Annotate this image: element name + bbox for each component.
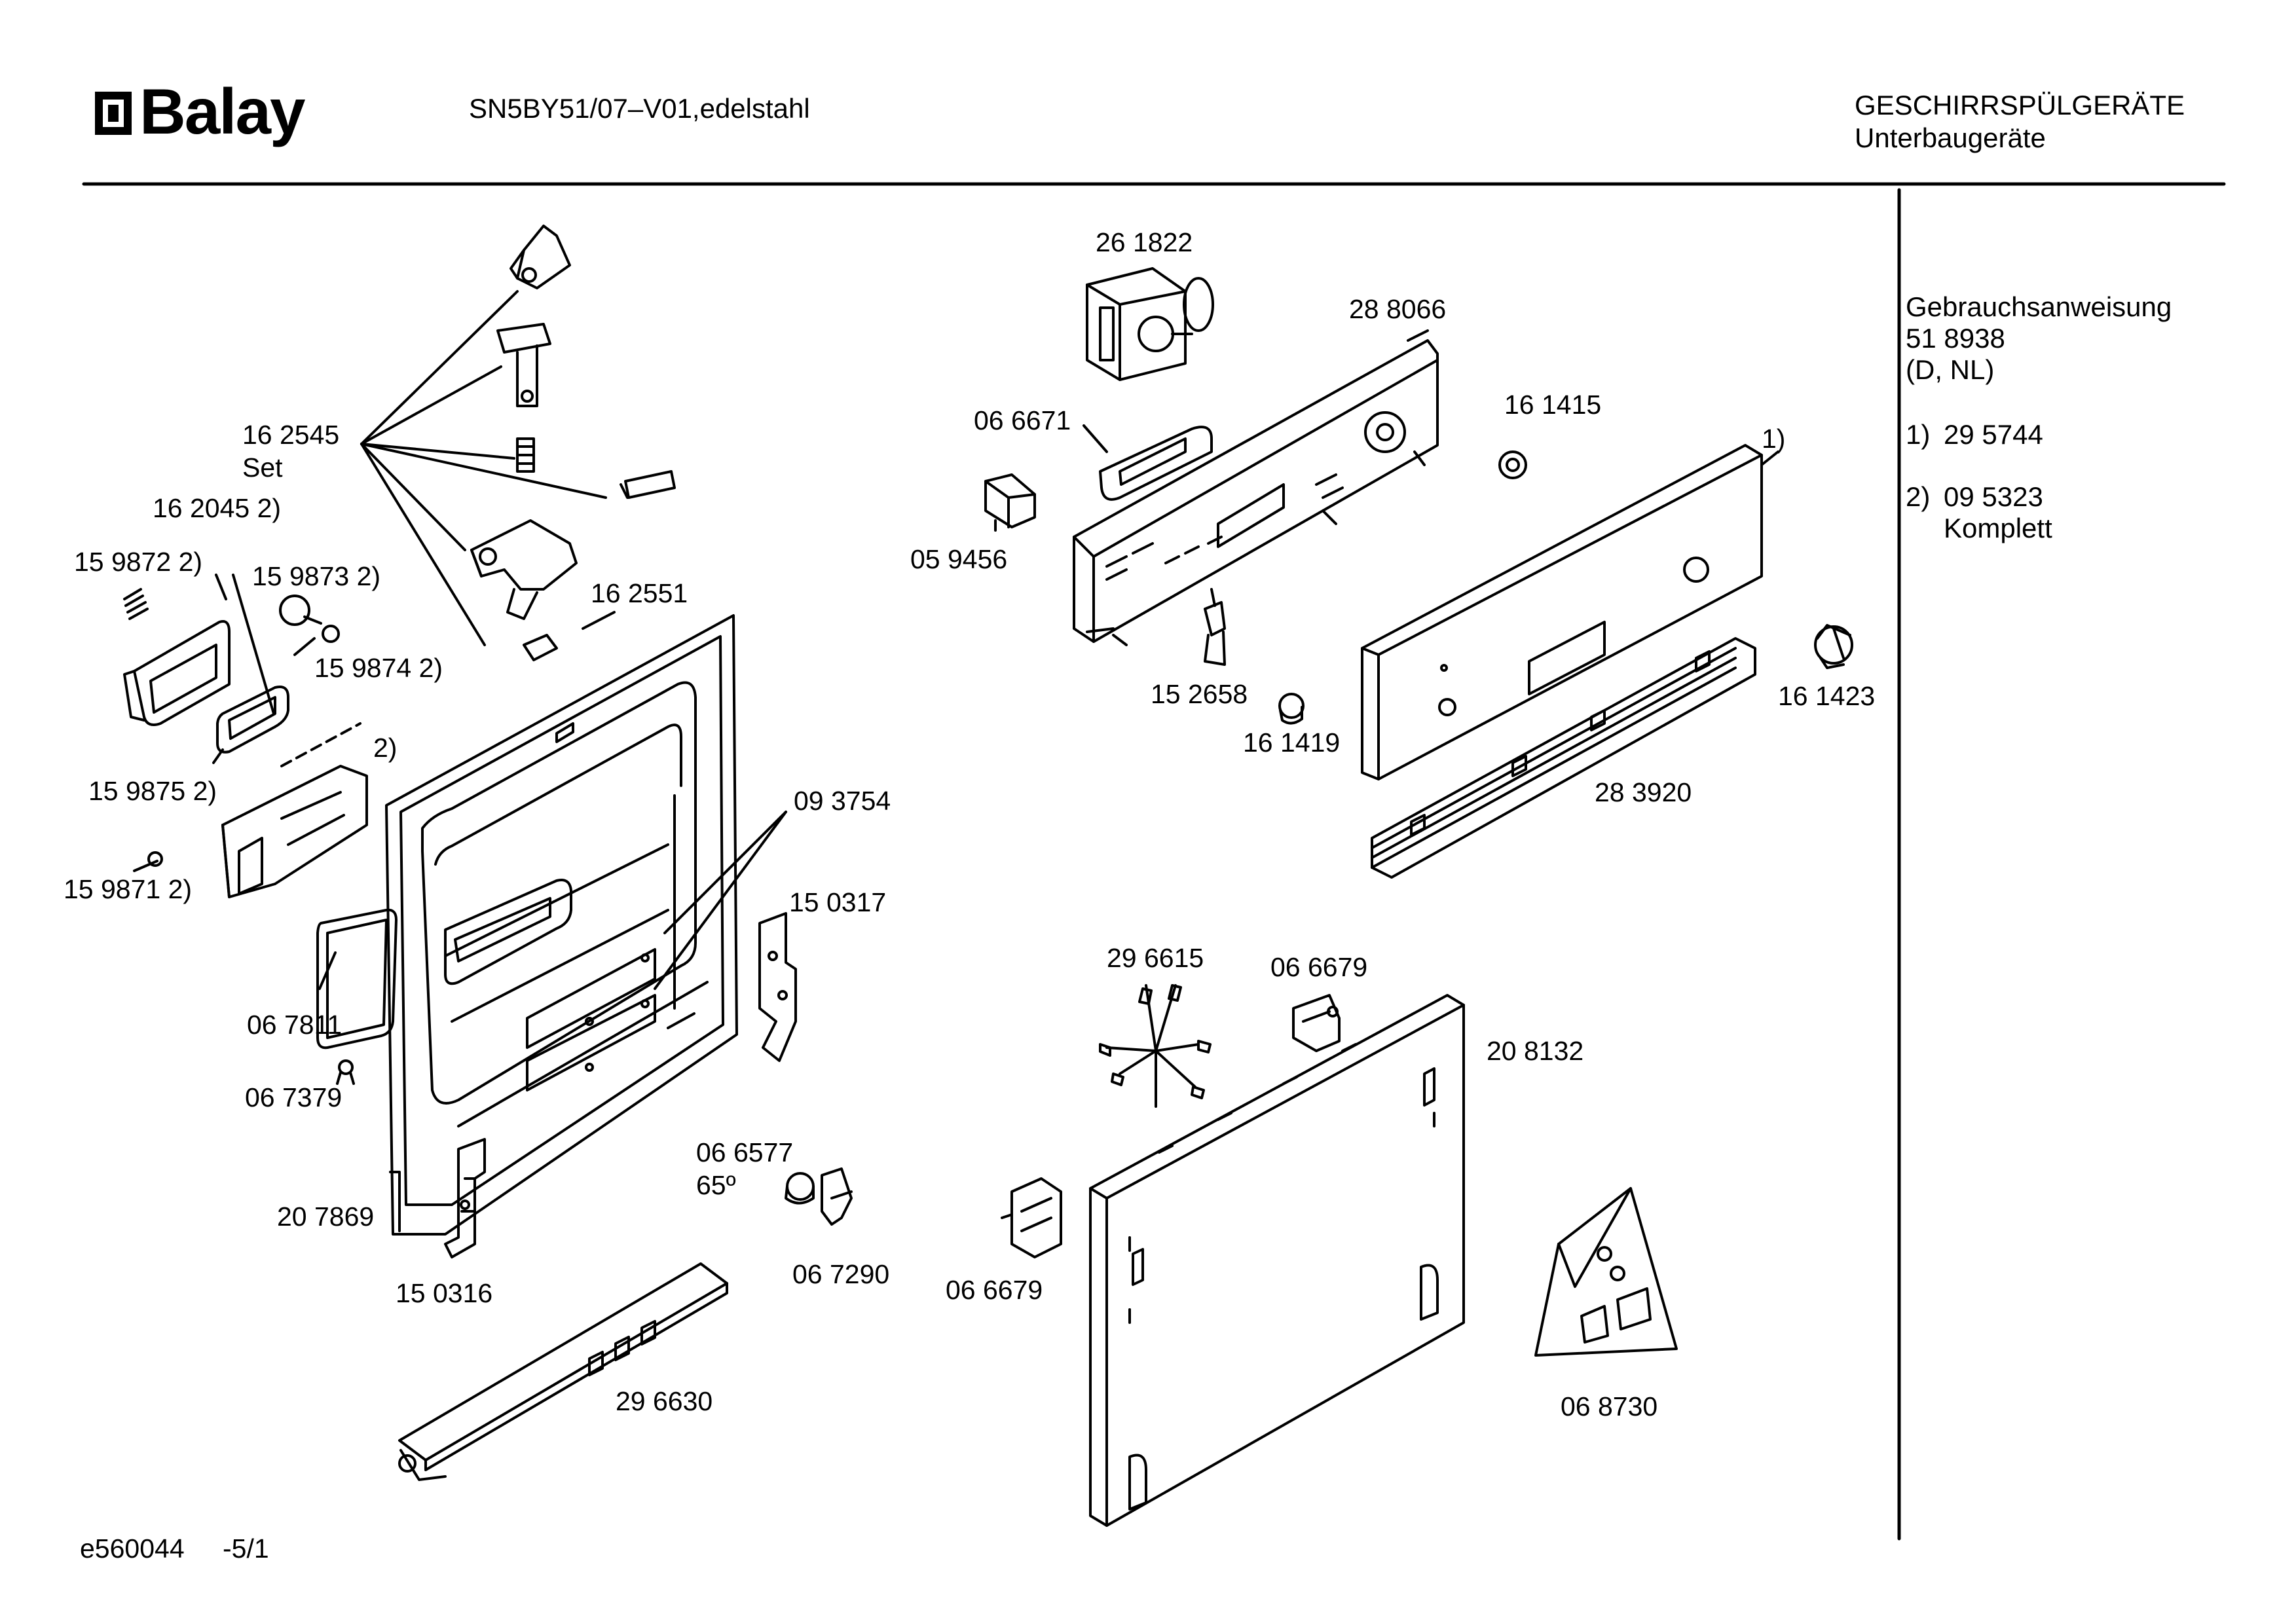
brand-mark-icon bbox=[95, 92, 132, 135]
part-label: 15 9875 2) bbox=[88, 776, 217, 806]
control-facia-drawing bbox=[1361, 444, 1779, 780]
part-label: 16 2545 bbox=[242, 420, 340, 450]
part-label: 29 6630 bbox=[616, 1386, 713, 1416]
part-label: 09 3754 bbox=[794, 786, 891, 816]
facia-strip-drawing bbox=[1371, 637, 1756, 879]
part-label: 15 0317 bbox=[789, 887, 887, 917]
part-label: 20 8132 bbox=[1487, 1036, 1584, 1066]
door-switch-bottom-drawing bbox=[1001, 1177, 1062, 1258]
manual-language: (D, NL) bbox=[1906, 354, 1995, 385]
door-inner-panel-drawing bbox=[385, 614, 738, 1236]
part-label: 15 0316 bbox=[396, 1278, 493, 1308]
main-switch-drawing bbox=[984, 473, 1036, 532]
category-title: GESCHIRRSPÜLGERÄTE bbox=[1855, 90, 2185, 120]
thermostat-drawing bbox=[785, 1167, 853, 1226]
part-label: 06 8730 bbox=[1561, 1391, 1658, 1421]
note2-marker: 2) bbox=[1906, 481, 1931, 512]
control-board-drawing bbox=[1073, 329, 1439, 646]
part-label: 06 6577 bbox=[696, 1137, 794, 1167]
part-label: 06 7379 bbox=[245, 1082, 343, 1112]
handle-plate-drawing bbox=[444, 879, 656, 1091]
drawing-code: e560044 bbox=[80, 1533, 185, 1564]
part-label: 15 9874 2) bbox=[314, 653, 443, 683]
part-label: 15 9871 2) bbox=[64, 874, 193, 904]
hinge-brackets-drawing bbox=[444, 811, 797, 1258]
part-label: 15 9872 2) bbox=[74, 547, 203, 577]
door-switch-top-drawing bbox=[1292, 994, 1341, 1052]
bottom-strip-drawing bbox=[398, 1262, 728, 1481]
part-label: 16 2045 2) bbox=[153, 493, 282, 523]
part-label: 16 1423 bbox=[1778, 681, 1876, 711]
part-note: Set bbox=[242, 452, 283, 483]
knob-1419-drawing bbox=[1278, 693, 1305, 725]
part-label: 15 2658 bbox=[1151, 679, 1248, 709]
knob-1423-drawing bbox=[1814, 624, 1853, 669]
knob-1415-drawing bbox=[1498, 450, 1527, 479]
part-label: 26 1822 bbox=[1096, 227, 1193, 257]
note1-marker: 1) bbox=[1906, 419, 1931, 450]
service-kit-drawing bbox=[1534, 1187, 1678, 1357]
subcategory-title: Unterbaugeräte bbox=[1855, 122, 2046, 153]
note1-part: 29 5744 bbox=[1944, 419, 2043, 450]
part-label: 16 1415 bbox=[1504, 390, 1602, 420]
part-label: 15 9873 2) bbox=[252, 561, 381, 591]
note2-part: 09 5323 bbox=[1944, 481, 2043, 512]
manual-number: 51 8938 bbox=[1906, 323, 2005, 354]
part-label: 28 3920 bbox=[1595, 777, 1692, 807]
cable-harness-drawing bbox=[1099, 984, 1212, 1108]
timer-drawing bbox=[1086, 267, 1214, 381]
part-marker: 1) bbox=[1762, 424, 1786, 454]
model-title: SN5BY51/07–V01,edelstahl bbox=[469, 93, 810, 124]
part-label: 05 9456 bbox=[910, 544, 1008, 574]
indicator-lamp-drawing bbox=[1204, 588, 1226, 666]
note2-text: Komplett bbox=[1944, 513, 2052, 543]
manual-label: Gebrauchsanweisung bbox=[1906, 291, 2172, 322]
door-lock-assembly-drawing bbox=[123, 225, 676, 1085]
part-label: 20 7869 bbox=[277, 1201, 375, 1232]
part-label: 06 6671 bbox=[974, 405, 1071, 435]
part-label: 16 1419 bbox=[1243, 727, 1341, 758]
page-number: -5/1 bbox=[223, 1533, 269, 1564]
part-label: 29 6615 bbox=[1107, 943, 1204, 973]
part-label: 16 2551 bbox=[591, 578, 688, 608]
part-label: 06 7290 bbox=[792, 1259, 890, 1289]
switch-cover-drawing bbox=[1083, 424, 1213, 501]
part-label: 06 6679 bbox=[946, 1275, 1043, 1305]
part-marker: 2) bbox=[373, 733, 398, 763]
part-label: 06 6679 bbox=[1270, 952, 1368, 982]
part-note: 65º bbox=[696, 1170, 736, 1200]
part-label: 28 8066 bbox=[1349, 294, 1447, 324]
part-label: 06 7811 bbox=[247, 1010, 343, 1040]
brand-name: Balay bbox=[139, 75, 306, 147]
door-outer-panel-drawing bbox=[1089, 994, 1465, 1527]
